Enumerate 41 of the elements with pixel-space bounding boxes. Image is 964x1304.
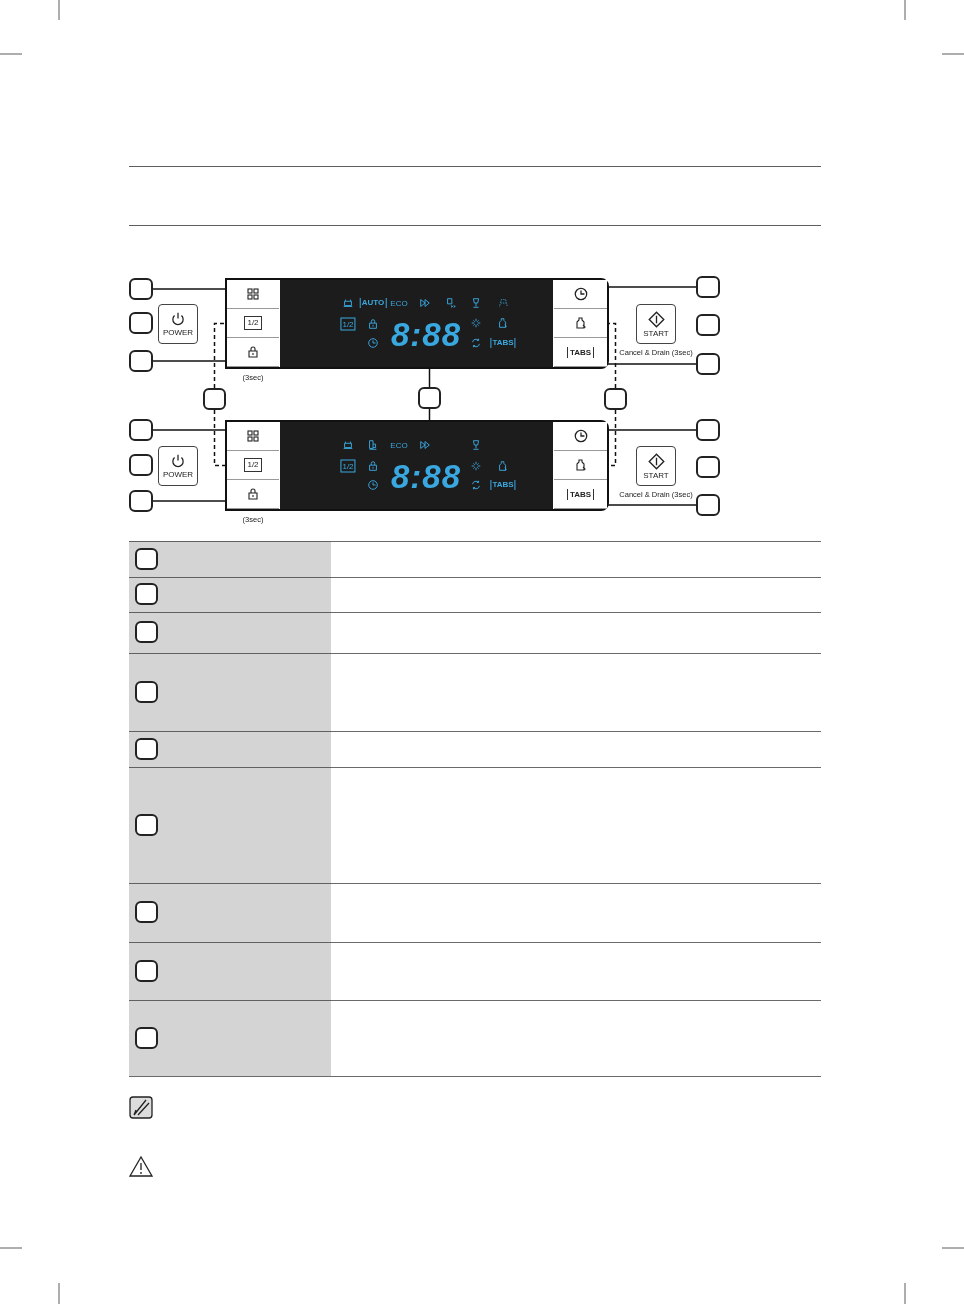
display-label: AUTO (359, 298, 387, 308)
button-label: TABS (566, 488, 595, 500)
power-button: POWER (158, 304, 198, 344)
callout-box (129, 419, 153, 441)
display-label: ECO (390, 440, 408, 450)
display-label: ECO (390, 298, 408, 308)
button-label: 1/2 (244, 458, 262, 472)
digit-readout: 8:88 (390, 317, 462, 351)
callout-box (135, 583, 158, 605)
digit-readout: 8:88 (390, 459, 462, 493)
display-screen (280, 422, 553, 509)
callout-box (696, 353, 720, 375)
callout-box (696, 419, 720, 441)
display-label: TABS (490, 338, 516, 348)
callout-box (135, 738, 158, 760)
callout-box (129, 490, 153, 512)
button-label: TABS (566, 346, 595, 358)
callout-box (696, 314, 720, 336)
callout-box (129, 350, 153, 372)
callout-box (135, 814, 158, 836)
callout-box (135, 621, 158, 643)
callout-box (129, 278, 153, 300)
panel-button (554, 280, 607, 309)
power-button: POWER (158, 446, 198, 486)
callout-box (135, 681, 158, 703)
button-label: 1/2 (244, 316, 262, 330)
panel-button (554, 422, 607, 451)
callout-box (696, 276, 720, 298)
callout-box (135, 548, 158, 570)
callout-box (203, 388, 226, 410)
display-screen (280, 280, 553, 367)
callout-box (418, 387, 441, 409)
display-label: TABS (490, 480, 516, 490)
callout-box (135, 901, 158, 923)
callout-box (696, 494, 720, 516)
callout-box (696, 456, 720, 478)
callout-box (135, 960, 158, 982)
callout-box (604, 388, 627, 410)
callout-box (129, 312, 153, 334)
callout-box (135, 1027, 158, 1049)
callout-box (129, 454, 153, 476)
